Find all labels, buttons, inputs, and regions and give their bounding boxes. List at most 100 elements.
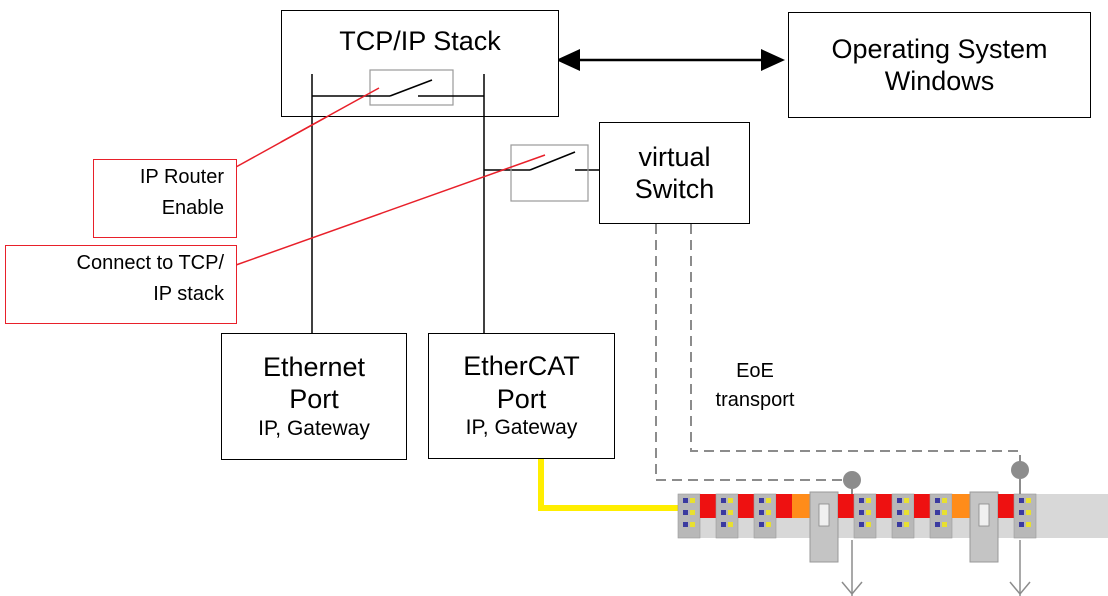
ip-router-enable-callout: IP Router Enable <box>93 159 237 238</box>
terminal-red-segment <box>998 494 1014 518</box>
terminal-led <box>683 510 688 515</box>
tcpip-stack-title: TCP/IP Stack <box>339 26 501 56</box>
terminal-led <box>859 510 864 515</box>
terminal-led <box>897 498 902 503</box>
terminal-red-segment <box>838 494 854 518</box>
terminal-contact <box>1026 510 1031 515</box>
coupler-module <box>809 491 839 563</box>
ethernet-port-line-1: Ethernet <box>262 351 366 382</box>
terminal-orange-segment <box>792 494 810 518</box>
eoe-label-line-1: EoE <box>736 360 774 382</box>
terminal-led <box>859 522 864 527</box>
terminal-red-segment <box>700 494 716 518</box>
terminal-contact <box>766 510 771 515</box>
eoe-label-line-2: transport <box>715 389 795 411</box>
terminal-led <box>1019 498 1024 503</box>
terminal-red-segment <box>776 494 792 518</box>
terminal-contact <box>690 522 695 527</box>
terminal-contact <box>766 498 771 503</box>
terminal-contact <box>904 522 909 527</box>
coupler-led-panel <box>818 503 830 527</box>
terminal-contact <box>942 522 947 527</box>
connect-callout-pointer <box>235 154 546 266</box>
coupler-led-panel <box>978 503 990 527</box>
ethercat-port-box: EtherCAT Port IP, Gateway <box>428 333 615 459</box>
terminal-led <box>897 522 902 527</box>
terminal-contact <box>728 522 733 527</box>
coupler-module <box>969 491 999 563</box>
connect-tcpip-switch-blade <box>529 151 576 171</box>
terminal-red-segment <box>738 494 754 518</box>
operating-system-box: Operating System Windows <box>788 12 1091 118</box>
ethernet-port-box: Ethernet Port IP, Gateway <box>221 333 407 460</box>
terminal-contact <box>690 510 695 515</box>
terminal-led <box>759 498 764 503</box>
ethercat-port-ip: IP, Gateway <box>465 416 578 440</box>
eoe-transport-label: EoE transport <box>695 357 815 415</box>
terminal-grey-module <box>677 493 701 539</box>
eoe-node-dot <box>843 471 861 489</box>
terminal-led <box>935 522 940 527</box>
connect-callout-line-2: IP stack <box>153 283 224 305</box>
terminal-led <box>935 510 940 515</box>
virtual-switch-box: virtual Switch <box>599 122 750 224</box>
field-drop-arrow-icon <box>1009 581 1031 596</box>
terminal-led <box>897 510 902 515</box>
terminal-contact <box>866 498 871 503</box>
router-callout-line-1: IP Router <box>139 166 224 188</box>
terminal-red-segment <box>914 494 930 518</box>
terminal-led <box>683 522 688 527</box>
ethercat-cable <box>538 458 678 511</box>
eoe-node-dot <box>1011 461 1029 479</box>
terminal-contact <box>1026 522 1031 527</box>
terminal-red-segment <box>876 494 892 518</box>
os-line-2: Windows <box>884 66 995 96</box>
terminal-led <box>859 498 864 503</box>
vswitch-line-1: virtual <box>638 141 711 172</box>
router-callout-line-2: Enable <box>161 197 224 219</box>
terminal-contact <box>728 498 733 503</box>
arrow-head-left-icon <box>556 49 580 71</box>
terminal-grey-module <box>1013 493 1037 539</box>
terminal-contact <box>690 498 695 503</box>
terminal-contact <box>866 522 871 527</box>
terminal-strip <box>677 461 1108 596</box>
arrow-head-right-icon <box>761 49 785 71</box>
connect-callout-line-1: Connect to TCP/ <box>76 252 224 274</box>
terminal-grey-module <box>715 493 739 539</box>
connect-tcpip-callout: Connect to TCP/ IP stack <box>5 245 237 324</box>
terminal-grey-module <box>891 493 915 539</box>
vswitch-line-2: Switch <box>634 174 715 204</box>
ethernet-port-ip: IP, Gateway <box>258 416 370 440</box>
eoe-transport-line-2 <box>690 224 1021 470</box>
ethercat-port-line-1: EtherCAT <box>463 351 580 382</box>
terminal-led <box>935 498 940 503</box>
terminal-led <box>721 510 726 515</box>
terminal-led <box>683 498 688 503</box>
terminal-led <box>759 522 764 527</box>
terminal-contact <box>942 510 947 515</box>
os-line-1: Operating System <box>831 33 1048 64</box>
terminal-led <box>721 498 726 503</box>
terminal-grey-module <box>853 493 877 539</box>
eoe-transport-line-1 <box>655 224 852 481</box>
terminal-contact <box>728 510 733 515</box>
terminal-grey-module <box>929 493 953 539</box>
terminal-contact <box>942 498 947 503</box>
ethercat-port-line-2: Port <box>496 383 547 414</box>
field-drop-arrow-icon <box>841 581 863 596</box>
terminal-orange-segment <box>952 494 970 518</box>
terminal-led <box>721 522 726 527</box>
connect-tcpip-switch <box>510 144 589 202</box>
tcpip-stack-box: TCP/IP Stack <box>281 10 559 117</box>
terminal-led <box>1019 510 1024 515</box>
terminal-led <box>759 510 764 515</box>
terminal-contact <box>766 522 771 527</box>
terminal-contact <box>866 510 871 515</box>
ethernet-port-line-2: Port <box>289 384 339 415</box>
terminal-contact <box>1026 498 1031 503</box>
terminal-grey-module <box>753 493 777 539</box>
terminal-led <box>1019 522 1024 527</box>
terminal-contact <box>904 498 909 503</box>
